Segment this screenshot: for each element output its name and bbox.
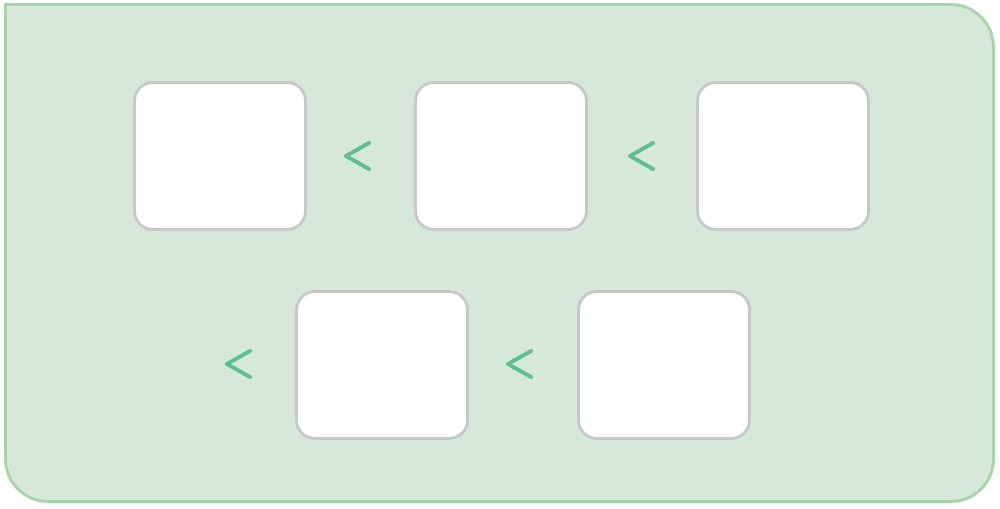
flow-box-row1-2 — [414, 81, 588, 231]
chevron-left-icon — [221, 346, 255, 382]
chevron-left-icon — [624, 138, 658, 174]
flow-box-row2-2 — [577, 290, 751, 440]
flow-box-row1-1 — [133, 81, 307, 231]
flow-box-row2-1 — [295, 290, 469, 440]
flow-box-row1-3 — [696, 81, 870, 231]
chevron-left-icon — [502, 346, 536, 382]
chevron-left-icon — [340, 138, 374, 174]
diagram-panel — [4, 3, 995, 503]
